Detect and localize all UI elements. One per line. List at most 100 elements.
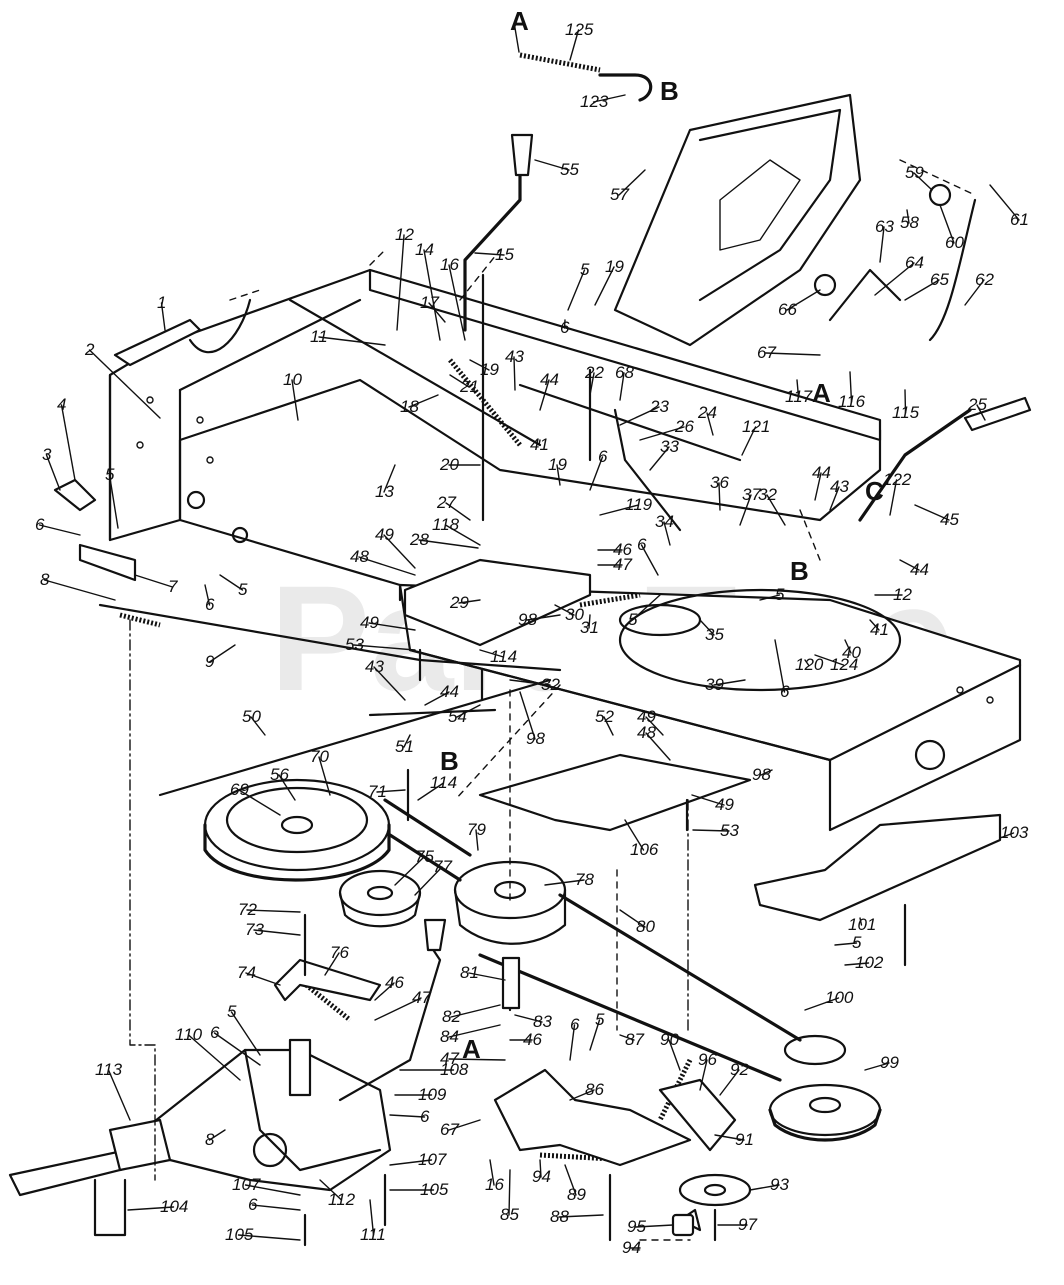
callout-78: 78 bbox=[575, 870, 594, 889]
callout-33: 33 bbox=[660, 437, 679, 456]
leader-line bbox=[691, 794, 725, 806]
leader-line bbox=[639, 426, 685, 441]
callout-46: 46 bbox=[385, 973, 404, 992]
callout-35: 35 bbox=[705, 625, 724, 644]
reference-letter-a: A bbox=[510, 6, 529, 36]
part-125-spring bbox=[519, 52, 601, 73]
callout-104: 104 bbox=[160, 1197, 188, 1216]
leader-line bbox=[567, 269, 586, 311]
leader-line bbox=[554, 604, 575, 616]
callout-46: 46 bbox=[613, 540, 632, 559]
callout-54: 54 bbox=[448, 707, 467, 726]
callout-123: 123 bbox=[580, 92, 609, 111]
leader-line bbox=[513, 356, 516, 391]
callout-23: 23 bbox=[649, 397, 669, 416]
leader-line bbox=[631, 594, 661, 621]
leader-line bbox=[134, 574, 174, 588]
assembly-line-38 bbox=[799, 509, 821, 561]
callout-119: 119 bbox=[625, 495, 653, 514]
callout-50: 50 bbox=[242, 707, 261, 726]
callout-75: 75 bbox=[415, 847, 434, 866]
callout-21: 21 bbox=[459, 377, 479, 396]
leader-line bbox=[588, 614, 591, 629]
callout-105: 105 bbox=[225, 1225, 254, 1244]
callout-5: 5 bbox=[580, 260, 590, 279]
part-70-belt bbox=[383, 798, 472, 857]
callout-44: 44 bbox=[440, 682, 459, 701]
leader-line bbox=[318, 336, 386, 346]
leader-line bbox=[445, 502, 471, 521]
callout-114: 114 bbox=[490, 647, 517, 666]
callout-90: 90 bbox=[660, 1030, 679, 1049]
callout-76: 76 bbox=[330, 943, 349, 962]
callout-60: 60 bbox=[945, 233, 964, 252]
reference-letter-b: B bbox=[790, 556, 809, 586]
callout-63: 63 bbox=[875, 217, 894, 236]
callout-68: 68 bbox=[615, 363, 634, 382]
leader-line bbox=[389, 1159, 433, 1166]
callout-6: 6 bbox=[248, 1195, 258, 1214]
part-80-belt bbox=[558, 893, 802, 1042]
leader-line bbox=[539, 1159, 542, 1178]
callout-125: 125 bbox=[565, 20, 594, 39]
callout-40: 40 bbox=[842, 643, 861, 662]
callout-82: 82 bbox=[442, 1007, 461, 1026]
leader-line bbox=[624, 819, 645, 851]
leader-line bbox=[563, 319, 566, 329]
leader-line bbox=[759, 594, 781, 601]
callout-36: 36 bbox=[710, 473, 729, 492]
part-45-lever bbox=[858, 408, 972, 522]
leader-line bbox=[804, 659, 810, 666]
part-60-knob bbox=[928, 183, 952, 207]
leader-line bbox=[619, 372, 625, 401]
leader-line bbox=[208, 1129, 226, 1141]
leader-line bbox=[237, 1234, 301, 1241]
callout-5: 5 bbox=[105, 465, 115, 484]
callout-101: 101 bbox=[848, 915, 876, 934]
leader-line bbox=[603, 716, 614, 736]
callout-98: 98 bbox=[752, 765, 771, 784]
leader-line bbox=[739, 494, 752, 526]
part-77-belt bbox=[388, 833, 462, 882]
callout-9: 9 bbox=[205, 652, 215, 671]
leader-line bbox=[448, 1024, 501, 1038]
callout-107: 107 bbox=[232, 1175, 261, 1194]
leader-line bbox=[599, 504, 640, 516]
leader-line bbox=[219, 574, 244, 591]
leader-line bbox=[38, 524, 81, 536]
leader-line bbox=[474, 252, 505, 256]
leader-line bbox=[714, 1134, 745, 1141]
callout-115: 115 bbox=[892, 403, 920, 422]
callout-117: 117 bbox=[785, 387, 813, 406]
callout-19: 19 bbox=[548, 455, 567, 474]
leader-line bbox=[706, 412, 714, 436]
callout-47: 47 bbox=[440, 1049, 459, 1068]
leader-line bbox=[230, 1011, 261, 1056]
leader-line bbox=[187, 1034, 241, 1081]
leader-line bbox=[569, 29, 580, 61]
leader-line bbox=[238, 789, 281, 816]
callout-47: 47 bbox=[613, 555, 632, 574]
leader-line bbox=[844, 639, 852, 654]
callout-98: 98 bbox=[526, 729, 545, 748]
part-99-pulley bbox=[768, 1034, 882, 1142]
callout-11: 11 bbox=[310, 327, 328, 346]
callout-96: 96 bbox=[698, 1050, 717, 1069]
callout-49: 49 bbox=[360, 613, 379, 632]
callout-67: 67 bbox=[757, 343, 776, 362]
leader-line bbox=[291, 379, 299, 421]
leader-line bbox=[849, 371, 853, 403]
leader-line bbox=[534, 159, 570, 171]
leader-line bbox=[396, 234, 405, 331]
callout-32: 32 bbox=[541, 675, 560, 694]
leader-line bbox=[469, 359, 490, 371]
leader-line bbox=[374, 982, 395, 1001]
leader-line bbox=[913, 172, 933, 191]
leader-line bbox=[246, 909, 301, 913]
callout-71: 71 bbox=[368, 782, 387, 801]
callout-8: 8 bbox=[40, 570, 50, 589]
callout-6: 6 bbox=[560, 318, 570, 337]
